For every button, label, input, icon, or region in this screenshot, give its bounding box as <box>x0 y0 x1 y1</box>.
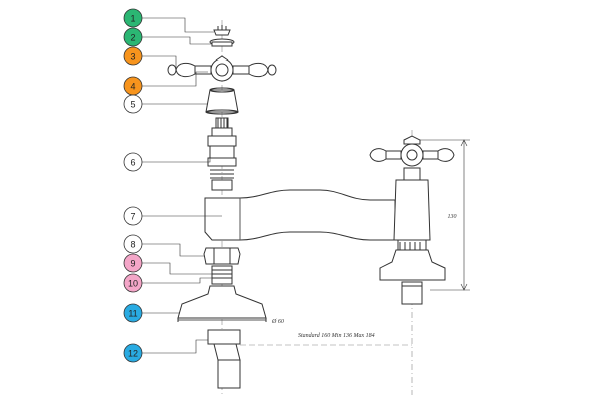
callout-number: 2 <box>130 33 135 43</box>
callout-circle <box>123 152 143 172</box>
callout-11: 11 <box>123 303 143 323</box>
callout-circle <box>123 46 143 66</box>
part-nut <box>203 247 241 265</box>
callout-number: 8 <box>130 240 135 250</box>
leader-lines <box>142 17 222 354</box>
callout-12: 12 <box>123 343 143 363</box>
callout-number: 5 <box>130 100 135 110</box>
callout-6: 6 <box>123 152 143 172</box>
callout-number: 4 <box>130 82 135 92</box>
callout-number: 11 <box>128 309 137 319</box>
height-dimension <box>420 139 470 291</box>
height-label: 130 <box>448 214 457 220</box>
callout-circle <box>123 8 143 28</box>
callout-circle <box>123 234 143 254</box>
standard-dimension-label: Standard 160 Min 136 Max 184 <box>298 332 375 339</box>
callout-number: 6 <box>130 158 135 168</box>
callout-4: 4 <box>123 76 143 96</box>
part-shroud <box>205 87 239 115</box>
callout-number: 3 <box>130 52 135 62</box>
callout-number: 12 <box>128 349 138 359</box>
callout-number: 10 <box>128 279 138 289</box>
callout-number: 9 <box>130 259 135 269</box>
part-cartridge <box>207 117 237 191</box>
callout-circle <box>123 253 143 273</box>
callout-circle <box>123 273 143 293</box>
callout-10: 10 <box>123 273 143 293</box>
callout-circle <box>123 27 143 47</box>
callout-5: 5 <box>123 94 143 114</box>
part-disc <box>209 38 235 47</box>
part-flange <box>177 285 267 322</box>
callout-circle <box>123 206 143 226</box>
part-threaded-stem <box>211 265 233 285</box>
part-cap-screw <box>213 25 231 36</box>
callout-circle <box>123 94 143 114</box>
callout-1: 1 <box>123 8 143 28</box>
callout-2: 2 <box>123 27 143 47</box>
callout-7: 7 <box>123 206 143 226</box>
part-right-valve-body <box>379 179 446 305</box>
part-adapter <box>207 329 412 389</box>
part-right-handle <box>369 135 455 181</box>
callout-9: 9 <box>123 253 143 273</box>
callout-number: 7 <box>130 212 135 222</box>
flange-diameter-label: Ø 60 <box>271 319 284 325</box>
callout-circle <box>123 343 143 363</box>
part-spout-body <box>204 189 396 241</box>
callout-number: 1 <box>130 14 135 24</box>
callout-8: 8 <box>123 234 143 254</box>
callout-circle <box>123 303 143 323</box>
callout-3: 3 <box>123 46 143 66</box>
part-cross-handle-left <box>167 55 277 82</box>
